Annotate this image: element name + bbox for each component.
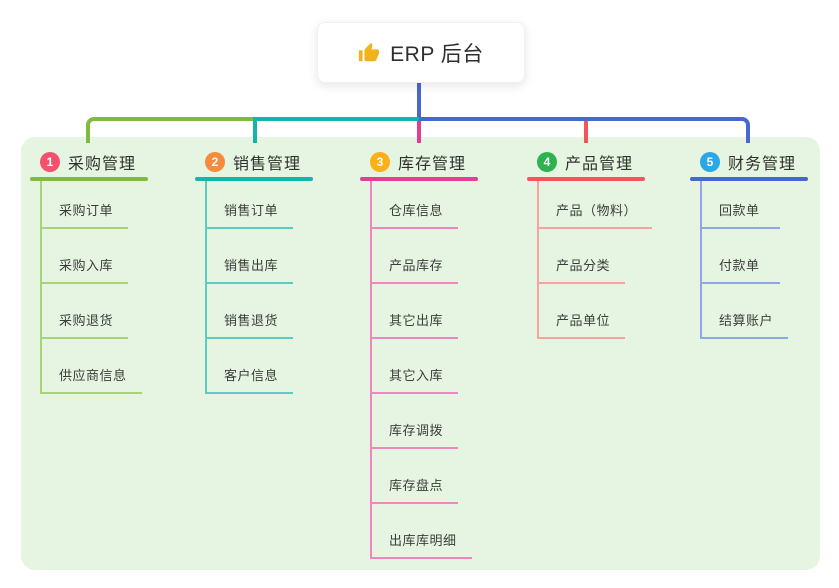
child-label: 其它入库: [389, 368, 444, 383]
branch-title: 财务管理: [728, 156, 797, 173]
child-label: 供应商信息: [59, 368, 127, 383]
child-item[interactable]: 库存调拨: [372, 394, 459, 449]
branch-product-node[interactable]: 4 产品管理: [527, 149, 657, 175]
branch-inventory-node[interactable]: 3 库存管理: [360, 149, 490, 175]
badge-5: 5: [700, 152, 720, 172]
child-label: 结算账户: [719, 313, 774, 328]
child-item[interactable]: 其它出库: [372, 284, 459, 339]
connector-branch1: [86, 117, 253, 143]
child-label: 产品单位: [556, 313, 611, 328]
child-item[interactable]: 采购退货: [42, 284, 129, 339]
branch-product: 4 产品管理 产品（物料） 产品分类 产品单位: [527, 149, 657, 339]
branch-children: 采购订单 采购入库 采购退货 供应商信息: [40, 181, 160, 394]
child-label: 销售出库: [224, 258, 279, 273]
child-label: 出库库明细: [389, 533, 457, 548]
root-node[interactable]: ERP 后台: [317, 22, 525, 83]
child-label: 销售退货: [224, 313, 279, 328]
child-item[interactable]: 采购订单: [42, 181, 129, 229]
child-item[interactable]: 供应商信息: [42, 339, 142, 394]
child-label: 采购入库: [59, 258, 114, 273]
connector-branch3-drop: [417, 121, 421, 143]
child-label: 产品分类: [556, 258, 611, 273]
branch-underline: [690, 177, 808, 181]
branch-finance: 5 财务管理 回款单 付款单 结算账户: [690, 149, 820, 339]
branch-title: 采购管理: [68, 156, 137, 173]
child-label: 客户信息: [224, 368, 279, 383]
branches-panel: [21, 137, 820, 570]
badge-2: 2: [205, 152, 225, 172]
badge-4: 4: [537, 152, 557, 172]
thumbs-up-icon: [359, 42, 380, 61]
connector-branch4-drop: [584, 121, 588, 143]
child-label: 产品（物料）: [556, 203, 638, 218]
child-item[interactable]: 产品分类: [539, 229, 626, 284]
child-label: 产品库存: [389, 258, 444, 273]
child-item[interactable]: 采购入库: [42, 229, 129, 284]
branch-underline: [360, 177, 478, 181]
branch-underline: [527, 177, 645, 181]
branch-inventory: 3 库存管理 仓库信息 产品库存 其它出库 其它入库 库存调拨 库存盘点 出库库…: [360, 149, 490, 559]
child-label: 采购退货: [59, 313, 114, 328]
child-item[interactable]: 付款单: [702, 229, 780, 284]
branch-sales: 2 销售管理 销售订单 销售出库 销售退货 客户信息: [195, 149, 325, 394]
child-item[interactable]: 库存盘点: [372, 449, 459, 504]
child-label: 库存调拨: [389, 423, 444, 438]
branch-purchase-node[interactable]: 1 采购管理: [30, 149, 160, 175]
child-label: 其它出库: [389, 313, 444, 328]
connector-branch2: [253, 117, 419, 143]
branch-children: 产品（物料） 产品分类 产品单位: [537, 181, 657, 339]
branch-finance-node[interactable]: 5 财务管理: [690, 149, 820, 175]
child-label: 回款单: [719, 203, 760, 218]
child-label: 采购订单: [59, 203, 114, 218]
child-item[interactable]: 回款单: [702, 181, 780, 229]
child-item[interactable]: 产品单位: [539, 284, 626, 339]
branch-underline: [30, 177, 148, 181]
branch-children: 回款单 付款单 结算账户: [700, 181, 820, 339]
child-item[interactable]: 结算账户: [702, 284, 789, 339]
child-item[interactable]: 销售出库: [207, 229, 294, 284]
connector-branch5: [419, 117, 750, 143]
child-item[interactable]: 出库库明细: [372, 504, 472, 559]
child-label: 库存盘点: [389, 478, 444, 493]
branch-title: 库存管理: [398, 156, 467, 173]
root-label: ERP 后台: [390, 42, 484, 66]
child-label: 销售订单: [224, 203, 279, 218]
child-label: 付款单: [719, 258, 760, 273]
child-item[interactable]: 产品（物料）: [539, 181, 653, 229]
child-item[interactable]: 产品库存: [372, 229, 459, 284]
branch-purchase: 1 采购管理 采购订单 采购入库 采购退货 供应商信息: [30, 149, 160, 394]
badge-1: 1: [40, 152, 60, 172]
branch-title: 产品管理: [565, 156, 634, 173]
badge-3: 3: [370, 152, 390, 172]
child-item[interactable]: 销售退货: [207, 284, 294, 339]
child-label: 仓库信息: [389, 203, 444, 218]
branch-title: 销售管理: [233, 156, 302, 173]
child-item[interactable]: 销售订单: [207, 181, 294, 229]
child-item[interactable]: 仓库信息: [372, 181, 459, 229]
child-item[interactable]: 其它入库: [372, 339, 459, 394]
connector-root-drop: [417, 80, 421, 118]
branch-children: 销售订单 销售出库 销售退货 客户信息: [205, 181, 325, 394]
branch-children: 仓库信息 产品库存 其它出库 其它入库 库存调拨 库存盘点 出库库明细: [370, 181, 490, 559]
branch-underline: [195, 177, 313, 181]
child-item[interactable]: 客户信息: [207, 339, 294, 394]
branch-sales-node[interactable]: 2 销售管理: [195, 149, 325, 175]
